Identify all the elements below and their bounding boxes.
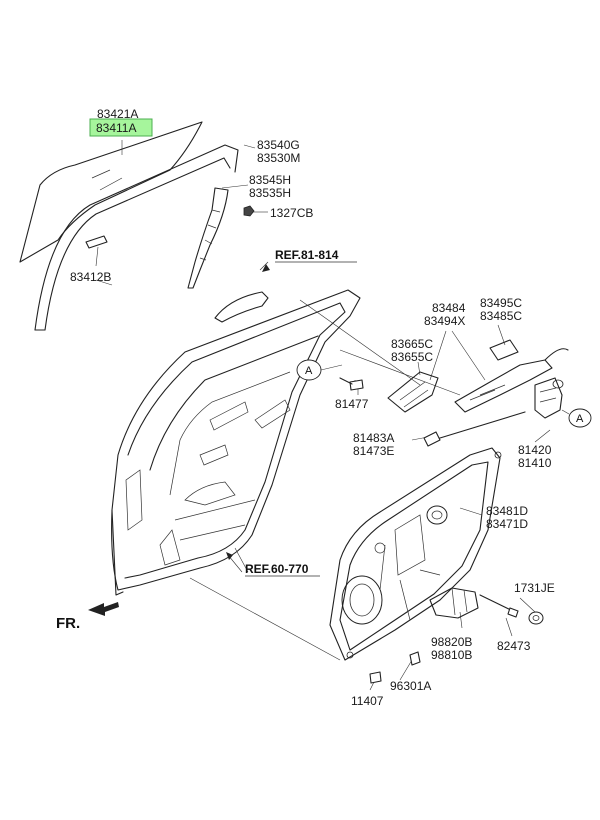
inside-handle <box>387 371 439 413</box>
label-83495c: 83495C <box>480 296 522 310</box>
door-latch <box>534 348 569 419</box>
label-83545h: 83545H <box>249 173 291 187</box>
label-81420: 81420 <box>518 443 552 457</box>
pin-82473 <box>479 594 519 618</box>
regulator-motor <box>429 587 479 619</box>
ref81-leader <box>259 261 269 271</box>
label-81483a: 81483A <box>353 431 394 445</box>
label-83535h: 83535H <box>249 186 291 200</box>
label-83471d: 83471D <box>486 517 528 531</box>
label-11407: 11407 <box>351 694 384 708</box>
callout-a-left-text: A <box>305 365 313 377</box>
callout-a-right-text: A <box>576 413 584 425</box>
door-panel <box>111 289 361 596</box>
label-82473: 82473 <box>497 639 531 653</box>
label-81477: 81477 <box>335 397 369 411</box>
callout-a-right: A <box>561 408 592 428</box>
front-arrow-icon <box>88 602 119 616</box>
label-ref-81-814: REF.81-814 <box>275 248 339 262</box>
label-83412b: 83412B <box>70 270 111 284</box>
outside-handle-ghost <box>214 291 269 323</box>
grommet-1327cb <box>243 205 255 217</box>
grommet-1731je <box>528 611 544 625</box>
ref60-arrow <box>226 552 243 573</box>
lock-rod <box>423 411 526 447</box>
window-regulator <box>329 447 502 661</box>
highlight-box <box>89 118 153 137</box>
leader-lines <box>95 140 551 691</box>
bolt-11407 <box>369 671 382 684</box>
label-98810b: 98810B <box>431 648 472 662</box>
label-83665c: 83665C <box>391 337 433 351</box>
label-83485c: 83485C <box>480 309 522 323</box>
handle-frame <box>454 339 553 413</box>
label-1327cb: 1327CB <box>270 206 313 220</box>
callout-a-left: A <box>296 359 343 381</box>
label-83411a: 83411A <box>96 121 136 135</box>
label-83421a: 83421A <box>97 107 138 121</box>
label-81473e: 81473E <box>353 444 394 458</box>
label-ref-60-770: REF.60-770 <box>245 562 309 576</box>
glass-run-channel <box>34 144 239 331</box>
label-83655c: 83655C <box>391 350 433 364</box>
screw-96301a <box>409 651 421 666</box>
label-96301a: 96301A <box>390 679 431 693</box>
label-83494x: 83494X <box>424 314 465 328</box>
door-glass <box>19 121 203 263</box>
ref81-arrow <box>262 264 270 272</box>
label-1731je: 1731JE <box>514 581 555 595</box>
rear-channel <box>187 187 229 289</box>
bolt-81477 <box>339 377 364 391</box>
label-83540g: 83540G <box>257 138 300 152</box>
label-83484: 83484 <box>432 301 466 315</box>
glass-clip <box>85 235 108 249</box>
label-83481d: 83481D <box>486 504 528 518</box>
label-front: FR. <box>56 615 80 632</box>
label-83530m: 83530M <box>257 151 300 165</box>
label-98820b: 98820B <box>431 635 472 649</box>
label-81410: 81410 <box>518 456 552 470</box>
